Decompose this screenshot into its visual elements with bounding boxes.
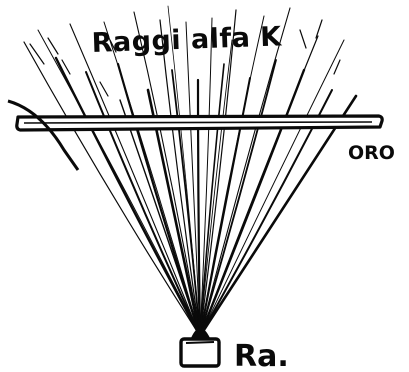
rays-label: Raggi alfa K: [91, 21, 283, 59]
alpha-ray-10: [159, 19, 201, 337]
sketch-stroke-4: [299, 29, 307, 49]
gold-foil-inner-edge: [23, 121, 373, 124]
sketch-stroke-8: [109, 39, 117, 53]
alpha-ray-12: [185, 21, 201, 337]
gold-label: ORO: [348, 142, 395, 164]
alpha-ray-27: [199, 39, 233, 337]
alpha-ray-1: [23, 41, 201, 337]
sketch-stroke-6: [333, 59, 341, 75]
sketch-stroke-7: [99, 81, 109, 97]
alpha-ray-24: [199, 39, 345, 337]
alpha-ray-8: [133, 11, 201, 337]
gold-foil: [15, 114, 384, 132]
alpha-ray-15: [199, 63, 225, 337]
alpha-ray-26: [167, 5, 201, 337]
ray-origin-point: [191, 328, 210, 338]
scattered-ray-left: [7, 99, 80, 171]
alpha-ray-16: [199, 9, 237, 337]
sketch-stroke-3: [61, 59, 71, 75]
alpha-ray-3: [54, 56, 202, 338]
alpha-ray-13: [196, 78, 202, 338]
sketch-stroke-1: [29, 43, 45, 65]
alpha-ray-4: [69, 23, 201, 337]
alpha-ray-14: [199, 17, 213, 337]
sketch-stroke-2: [47, 37, 59, 55]
radium-source-box: [179, 337, 221, 368]
alpha-ray-20: [199, 7, 291, 337]
alpha-ray-11: [171, 69, 201, 337]
alpha-ray-18: [199, 15, 265, 337]
alpha-ray-22: [199, 35, 319, 337]
source-label: Ra.: [234, 339, 289, 372]
sketch-stroke-5: [315, 19, 323, 39]
alpha-ray-5: [85, 71, 201, 337]
alpha-ray-19: [199, 59, 277, 337]
